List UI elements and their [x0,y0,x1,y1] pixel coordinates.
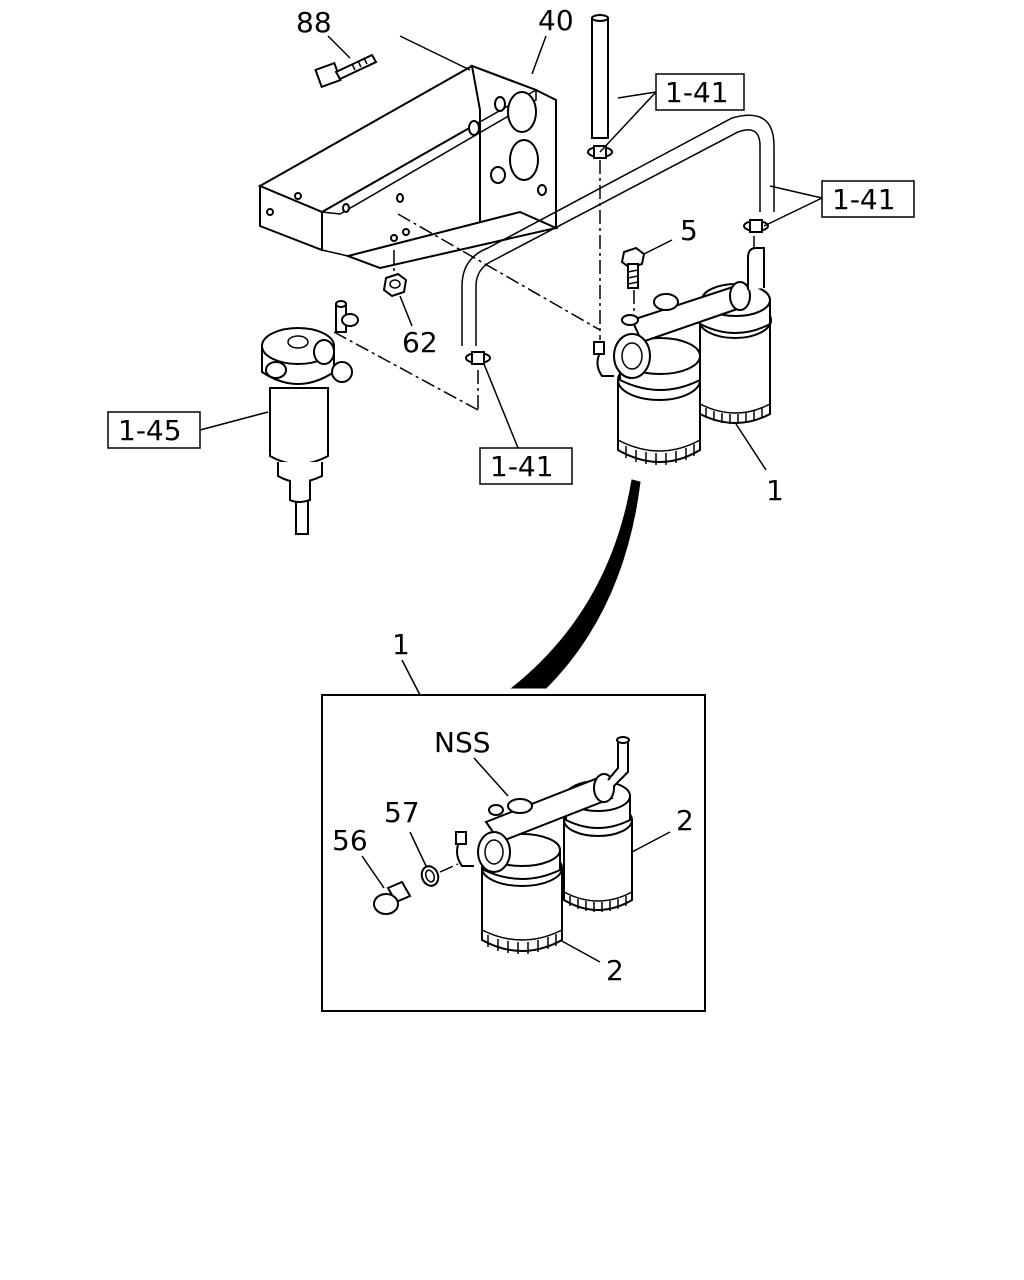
callout-nss: NSS [434,726,491,759]
leader-56 [361,855,385,889]
callout-40: 40 [538,4,574,37]
bracket-icon [257,64,560,270]
fuel-hose-icon [461,114,775,346]
fuel-filter-assembly-icon [455,736,633,954]
clamp-icon [465,219,769,365]
nut-icon [382,272,408,298]
callout-57: 57 [384,796,420,829]
detail-transition-arrow [510,479,641,689]
leader-1-detail [401,659,421,696]
leader-141-bottom [483,363,519,449]
ref-box-141-right[interactable]: 1-41 [821,180,915,218]
detail-frame [321,694,706,1012]
bolt-icon [314,53,378,89]
callout-62: 62 [402,326,438,359]
callout-88: 88 [296,6,332,39]
leader-57 [409,831,427,867]
leader-141-right-b [763,197,823,227]
leader-141-top [599,91,657,153]
fuel-hose-icon [591,14,609,139]
leader-62 [399,295,413,327]
callout-2-upper: 2 [676,804,694,837]
centerline-57 [439,863,459,873]
leader-2-lower [559,939,601,963]
leader-nss [473,757,509,797]
callout-2-lower: 2 [606,954,624,987]
bolt-icon [620,246,646,289]
ref-box-141-right-label: 1-41 [832,183,896,216]
leader-2-upper [631,831,671,853]
water-separator-icon [261,300,359,535]
drain-plug-icon [373,880,412,915]
ref-box-141-bottom-label: 1-41 [490,450,554,483]
leader-1-top [735,423,767,471]
leader-145 [199,411,269,431]
leader-141-right-a [769,185,823,199]
ref-box-141-bottom[interactable]: 1-41 [479,447,573,485]
leader-5 [643,239,673,255]
o-ring-icon [420,865,440,887]
ref-box-145[interactable]: 1-45 [107,411,201,449]
routing-line-a [397,213,601,331]
leader-141-top-b [617,91,657,99]
ref-box-141-top-label: 1-41 [665,76,729,109]
ref-box-141-top[interactable]: 1-41 [655,73,745,111]
fuel-filter-assembly-icon [593,247,772,465]
callout-1-detail: 1 [392,628,410,661]
ref-box-145-label: 1-45 [118,414,182,447]
callout-5: 5 [680,214,698,247]
leader-88 [327,35,351,59]
routing-line-b [333,331,479,411]
leader-88-bracket [399,35,471,71]
callout-56: 56 [332,824,368,857]
callout-1-top: 1 [766,474,784,507]
leader-40 [531,35,547,75]
